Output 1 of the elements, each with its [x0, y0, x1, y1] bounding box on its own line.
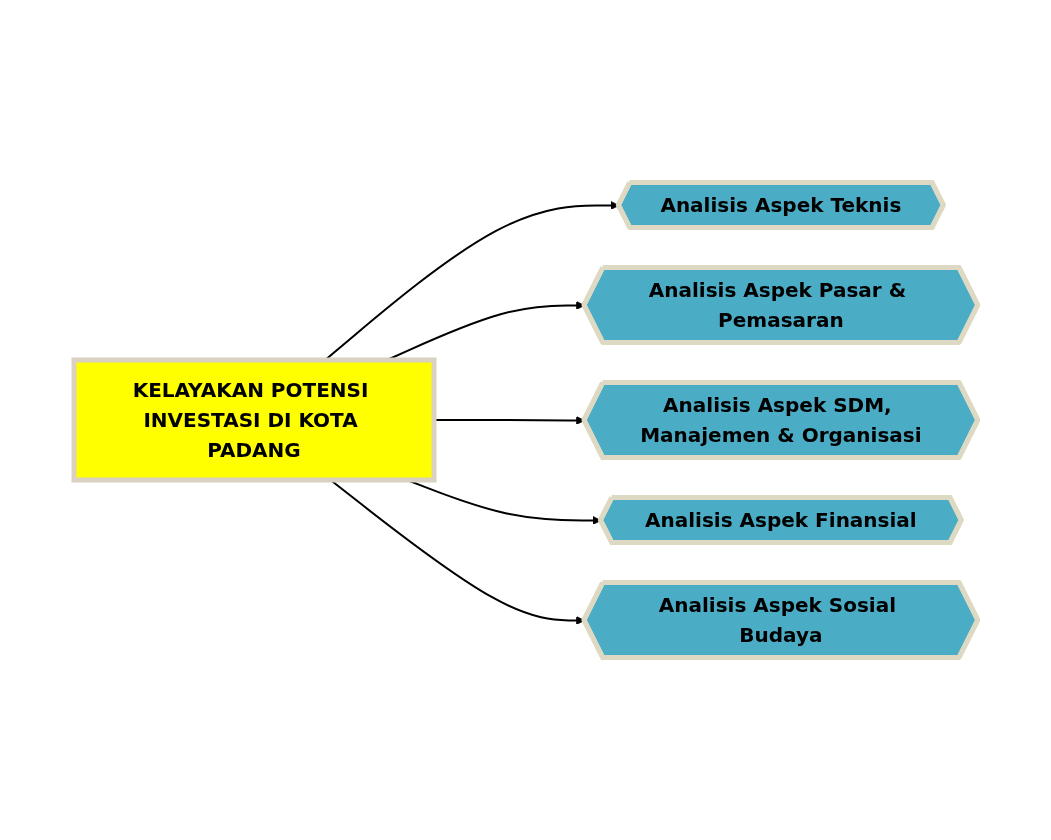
node-box: KELAYAKAN POTENSI INVESTASI DI KOTA PADANG: [71, 357, 437, 483]
